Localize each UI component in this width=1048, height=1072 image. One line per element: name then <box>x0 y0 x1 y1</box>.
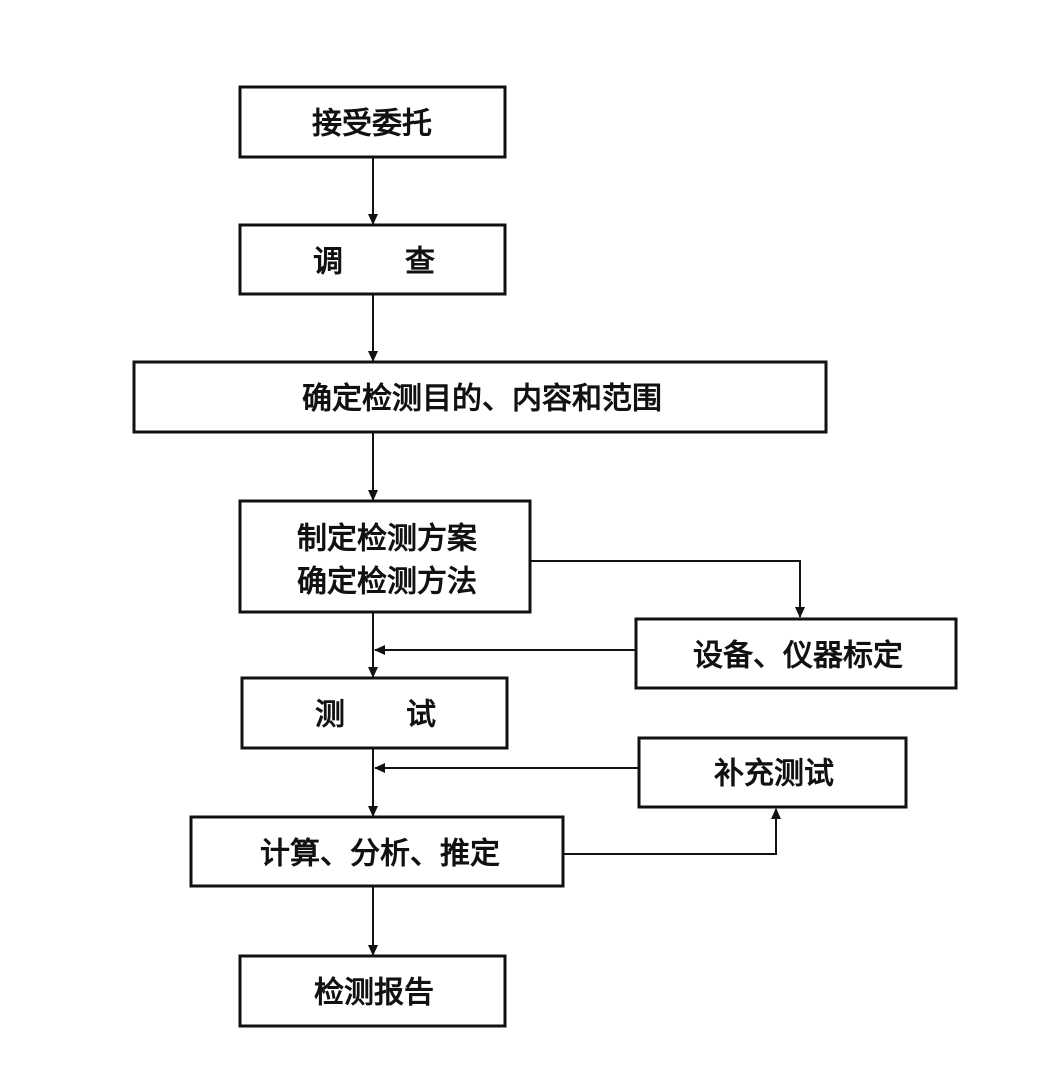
node-accept-label: 接受委托 <box>312 107 432 142</box>
node-accept: 接受委托 <box>238 85 507 159</box>
node-compute: 计算、分析、推定 <box>189 815 565 888</box>
edge-compute-supplement <box>563 808 781 855</box>
node-test-label-a: 测 <box>315 698 345 733</box>
node-plan-label-line1: 制定检测方案 <box>297 522 478 557</box>
node-determine-box <box>132 360 828 434</box>
node-determine-label: 确定检测目的、内容和范围 <box>302 382 662 417</box>
node-report-box <box>238 954 507 1028</box>
node-calibrate-box <box>634 617 958 690</box>
node-supplement-label: 补充测试 <box>714 757 834 792</box>
node-determine: 确定检测目的、内容和范围 <box>132 360 828 434</box>
node-test-label-b: 试 <box>406 698 436 733</box>
edges <box>368 157 805 956</box>
node-survey-box <box>238 223 507 296</box>
node-test: 测 试 <box>240 676 509 750</box>
node-plan-label-line2: 确定检测方法 <box>297 565 477 600</box>
node-test-box <box>240 676 509 750</box>
node-plan-box <box>238 499 532 614</box>
node-report-label: 检测报告 <box>314 976 434 1011</box>
node-calibrate: 设备、仪器标定 <box>634 617 958 690</box>
node-compute-box <box>189 815 565 888</box>
node-survey-label-b: 查 <box>405 245 435 280</box>
node-survey: 调 查 <box>238 223 507 296</box>
edge-plan-calibrate <box>530 560 805 618</box>
node-plan: 制定检测方案 确定检测方法 <box>238 499 532 614</box>
node-calibrate-label: 设备、仪器标定 <box>693 639 903 674</box>
node-compute-label: 计算、分析、推定 <box>260 837 500 872</box>
node-supplement: 补充测试 <box>637 736 908 809</box>
node-survey-label-a: 调 <box>313 245 343 280</box>
node-report: 检测报告 <box>238 954 507 1028</box>
node-accept-box <box>238 85 507 159</box>
node-supplement-box <box>637 736 908 809</box>
